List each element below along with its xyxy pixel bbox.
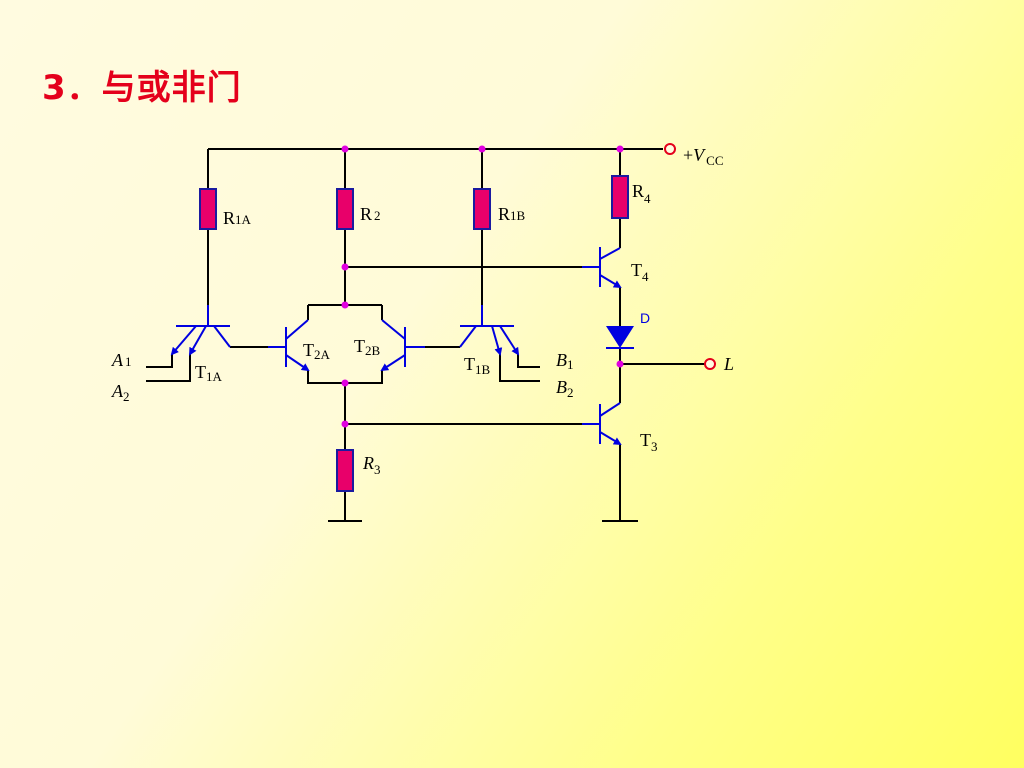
b1-label: B1 bbox=[556, 350, 574, 372]
resistor-r2 bbox=[336, 188, 354, 230]
diode-label: D bbox=[640, 310, 650, 326]
transistor-t2b bbox=[380, 319, 425, 372]
t1b-label: T1B bbox=[464, 354, 491, 377]
r1b-label: R1B bbox=[498, 204, 526, 224]
t2b-label: T2B bbox=[354, 336, 381, 358]
junction-dots bbox=[341, 145, 624, 428]
resistor-r4 bbox=[611, 175, 629, 219]
r4-label: R4 bbox=[632, 181, 651, 206]
t2a-label: T2A bbox=[303, 340, 331, 362]
t3-label: T3 bbox=[640, 430, 658, 454]
slide-title: 3．与或非门 bbox=[42, 68, 242, 108]
resistor-r1a bbox=[199, 188, 217, 230]
transistor-t3 bbox=[582, 402, 622, 446]
transistor-t1b bbox=[459, 305, 520, 356]
output-label: L bbox=[723, 354, 734, 374]
resistor-r1b bbox=[473, 188, 491, 230]
vcc-terminal bbox=[664, 143, 676, 155]
resistor-r3 bbox=[336, 449, 354, 492]
b2-label: B2 bbox=[556, 377, 574, 400]
transistor-t2a bbox=[268, 319, 310, 372]
diode-d bbox=[606, 326, 634, 349]
t4-label: T4 bbox=[631, 260, 649, 284]
transistor-t1a bbox=[170, 305, 231, 356]
a2-label: A2 bbox=[111, 381, 130, 404]
transistor-t4 bbox=[582, 247, 622, 289]
r3-label: R3 bbox=[362, 453, 381, 477]
t1a-label: T1A bbox=[195, 362, 223, 384]
r1a-label: R1A bbox=[223, 208, 252, 228]
output-terminal bbox=[704, 358, 716, 370]
